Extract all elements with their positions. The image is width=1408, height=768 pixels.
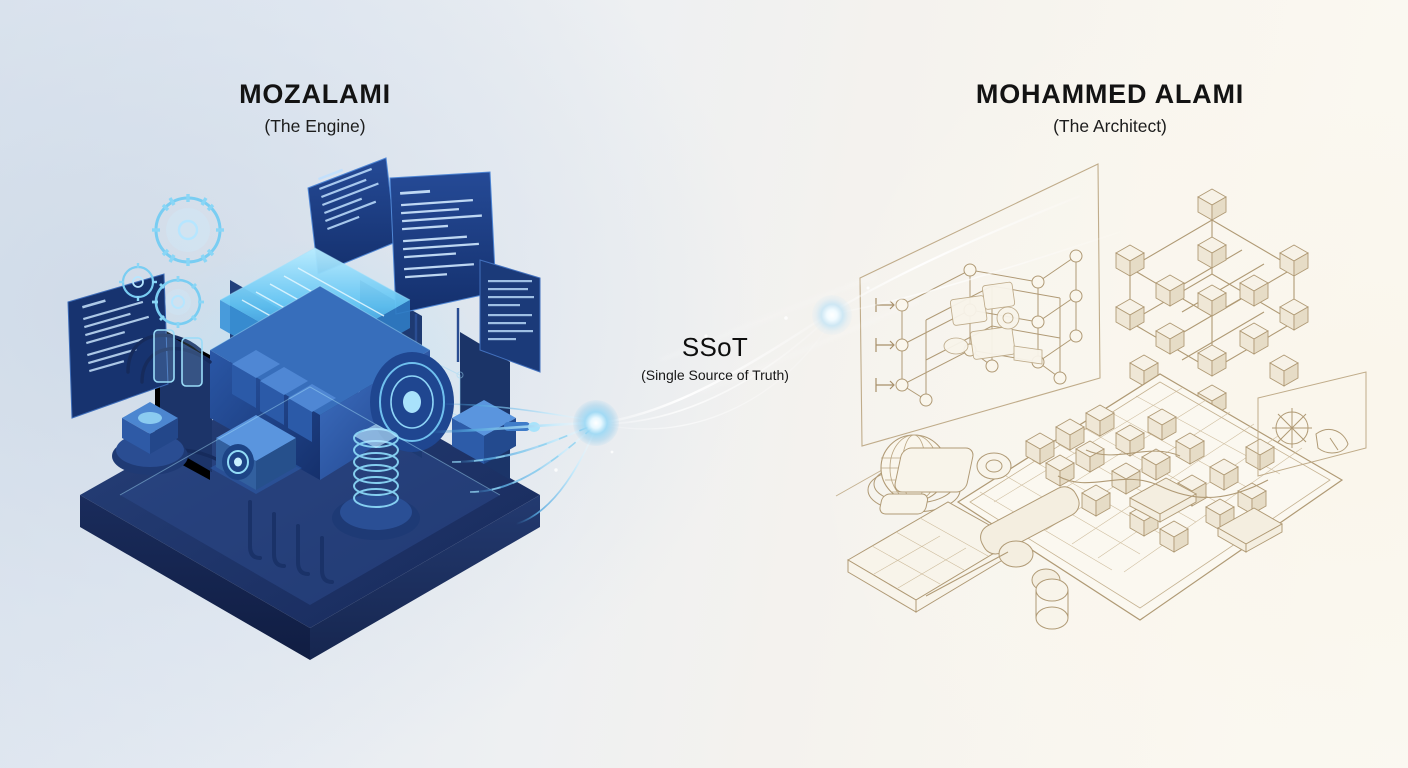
engine-vials <box>153 329 203 387</box>
ssot-node-left <box>573 400 619 446</box>
ssot-label: SSoT <box>681 332 749 362</box>
code-screen-a <box>307 157 397 275</box>
module-center <box>210 415 302 494</box>
right-subtitle: (The Architect) <box>1053 115 1167 136</box>
code-screen-c <box>479 259 541 373</box>
engine-body <box>126 248 454 482</box>
engine-modules <box>112 400 540 584</box>
engine-illustration <box>60 150 580 670</box>
left-title: MOZALAMI <box>239 79 391 109</box>
ssot-node-right <box>812 295 852 335</box>
ssot-label-block: SSoT (Single Source of Truth) <box>600 332 830 383</box>
blueprint-illustration <box>830 150 1375 650</box>
engine-underpipes <box>248 500 334 584</box>
engine-cylinders <box>232 350 336 442</box>
engine-gears <box>119 194 224 387</box>
left-subtitle: (The Engine) <box>264 115 366 136</box>
blueprint-node-graph-panel <box>859 163 1101 447</box>
engine-svg <box>67 157 541 660</box>
gear-medium <box>152 276 204 328</box>
code-screen-b <box>389 171 497 366</box>
right-title: MOHAMMED ALAMI <box>975 79 1245 109</box>
ssot-sublabel: (Single Source of Truth) <box>641 367 789 383</box>
right-title-block: MOHAMMED ALAMI (The Architect) <box>930 79 1290 137</box>
blueprint-plan-sheet <box>956 373 1344 621</box>
blueprint-globe-panel <box>835 434 1080 630</box>
engine-wireframe-overlay <box>119 247 501 496</box>
left-title-block: MOZALAMI (The Engine) <box>140 79 490 137</box>
module-coil <box>332 424 420 540</box>
gear-large <box>152 194 224 266</box>
blueprint-svg <box>835 163 1367 630</box>
blueprint-detail-frame <box>1257 371 1367 477</box>
module-left <box>112 402 188 475</box>
gear-small <box>119 263 157 301</box>
blueprint-cube-lattice <box>1115 188 1309 417</box>
